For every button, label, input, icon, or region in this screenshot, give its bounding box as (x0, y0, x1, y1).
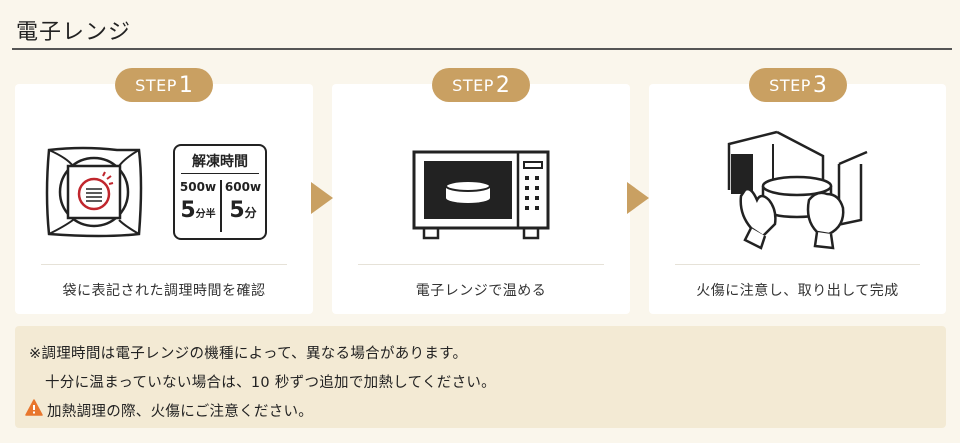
warning-icon (25, 399, 43, 416)
notes-box: ※調理時間は電子レンジの機種によって、異なる場合があります。 十分に温まっていな… (15, 326, 946, 428)
label-time-600-unit: 分 (244, 206, 257, 220)
note-line-1: ※調理時間は電子レンジの機種によって、異なる場合があります。 (29, 346, 468, 362)
label-time-600: 5分 (222, 198, 264, 223)
card-divider (675, 264, 920, 265)
label-title: 解凍時間 (192, 154, 248, 170)
step-arrow-icon (311, 182, 333, 214)
step-word: STEP (135, 75, 177, 95)
label-time-500: 5分半 (177, 198, 219, 223)
note-line-2: 十分に温まっていない場合は、10 秒ずつ追加で加熱してください。 (45, 375, 496, 391)
step-number: 1 (178, 72, 193, 98)
step-word: STEP (452, 75, 494, 95)
label-watt-600: 600w (224, 180, 262, 194)
oven-mitts-bowl-icon (727, 130, 868, 250)
label-time-500-num: 5 (180, 198, 196, 223)
warning-text: 加熱調理の際、火傷にご注意ください。 (47, 404, 314, 420)
step-card-3: 火傷に注意し、取り出して完成 (649, 84, 946, 314)
step-number: 3 (812, 72, 827, 98)
step-arrow-icon (627, 182, 649, 214)
title-divider (12, 48, 952, 50)
cooking-time-label: 解凍時間 500w 600w 5分半 5分 (173, 144, 267, 240)
step-caption-1: 袋に表記された調理時間を確認 (62, 283, 266, 299)
section-title: 電子レンジ (16, 20, 132, 45)
label-time-600-num: 5 (229, 198, 245, 223)
package-icon (45, 146, 143, 238)
step-card-2: 電子レンジで温める (332, 84, 630, 314)
label-time-500-unit: 分半 (195, 209, 216, 220)
step-number: 2 (495, 72, 510, 98)
label-column-divider (220, 180, 222, 232)
card-divider (41, 264, 287, 265)
step-word: STEP (769, 75, 811, 95)
label-title-underline (181, 173, 259, 174)
step-caption-3: 火傷に注意し、取り出して完成 (696, 283, 899, 299)
step-caption-2: 電子レンジで温める (415, 283, 547, 299)
card-divider (358, 264, 604, 265)
microwave-icon (412, 150, 550, 240)
step-card-1: 解凍時間 500w 600w 5分半 5分 袋に表記された調理時間を確認 (15, 84, 313, 314)
label-watt-500: 500w (179, 180, 217, 194)
